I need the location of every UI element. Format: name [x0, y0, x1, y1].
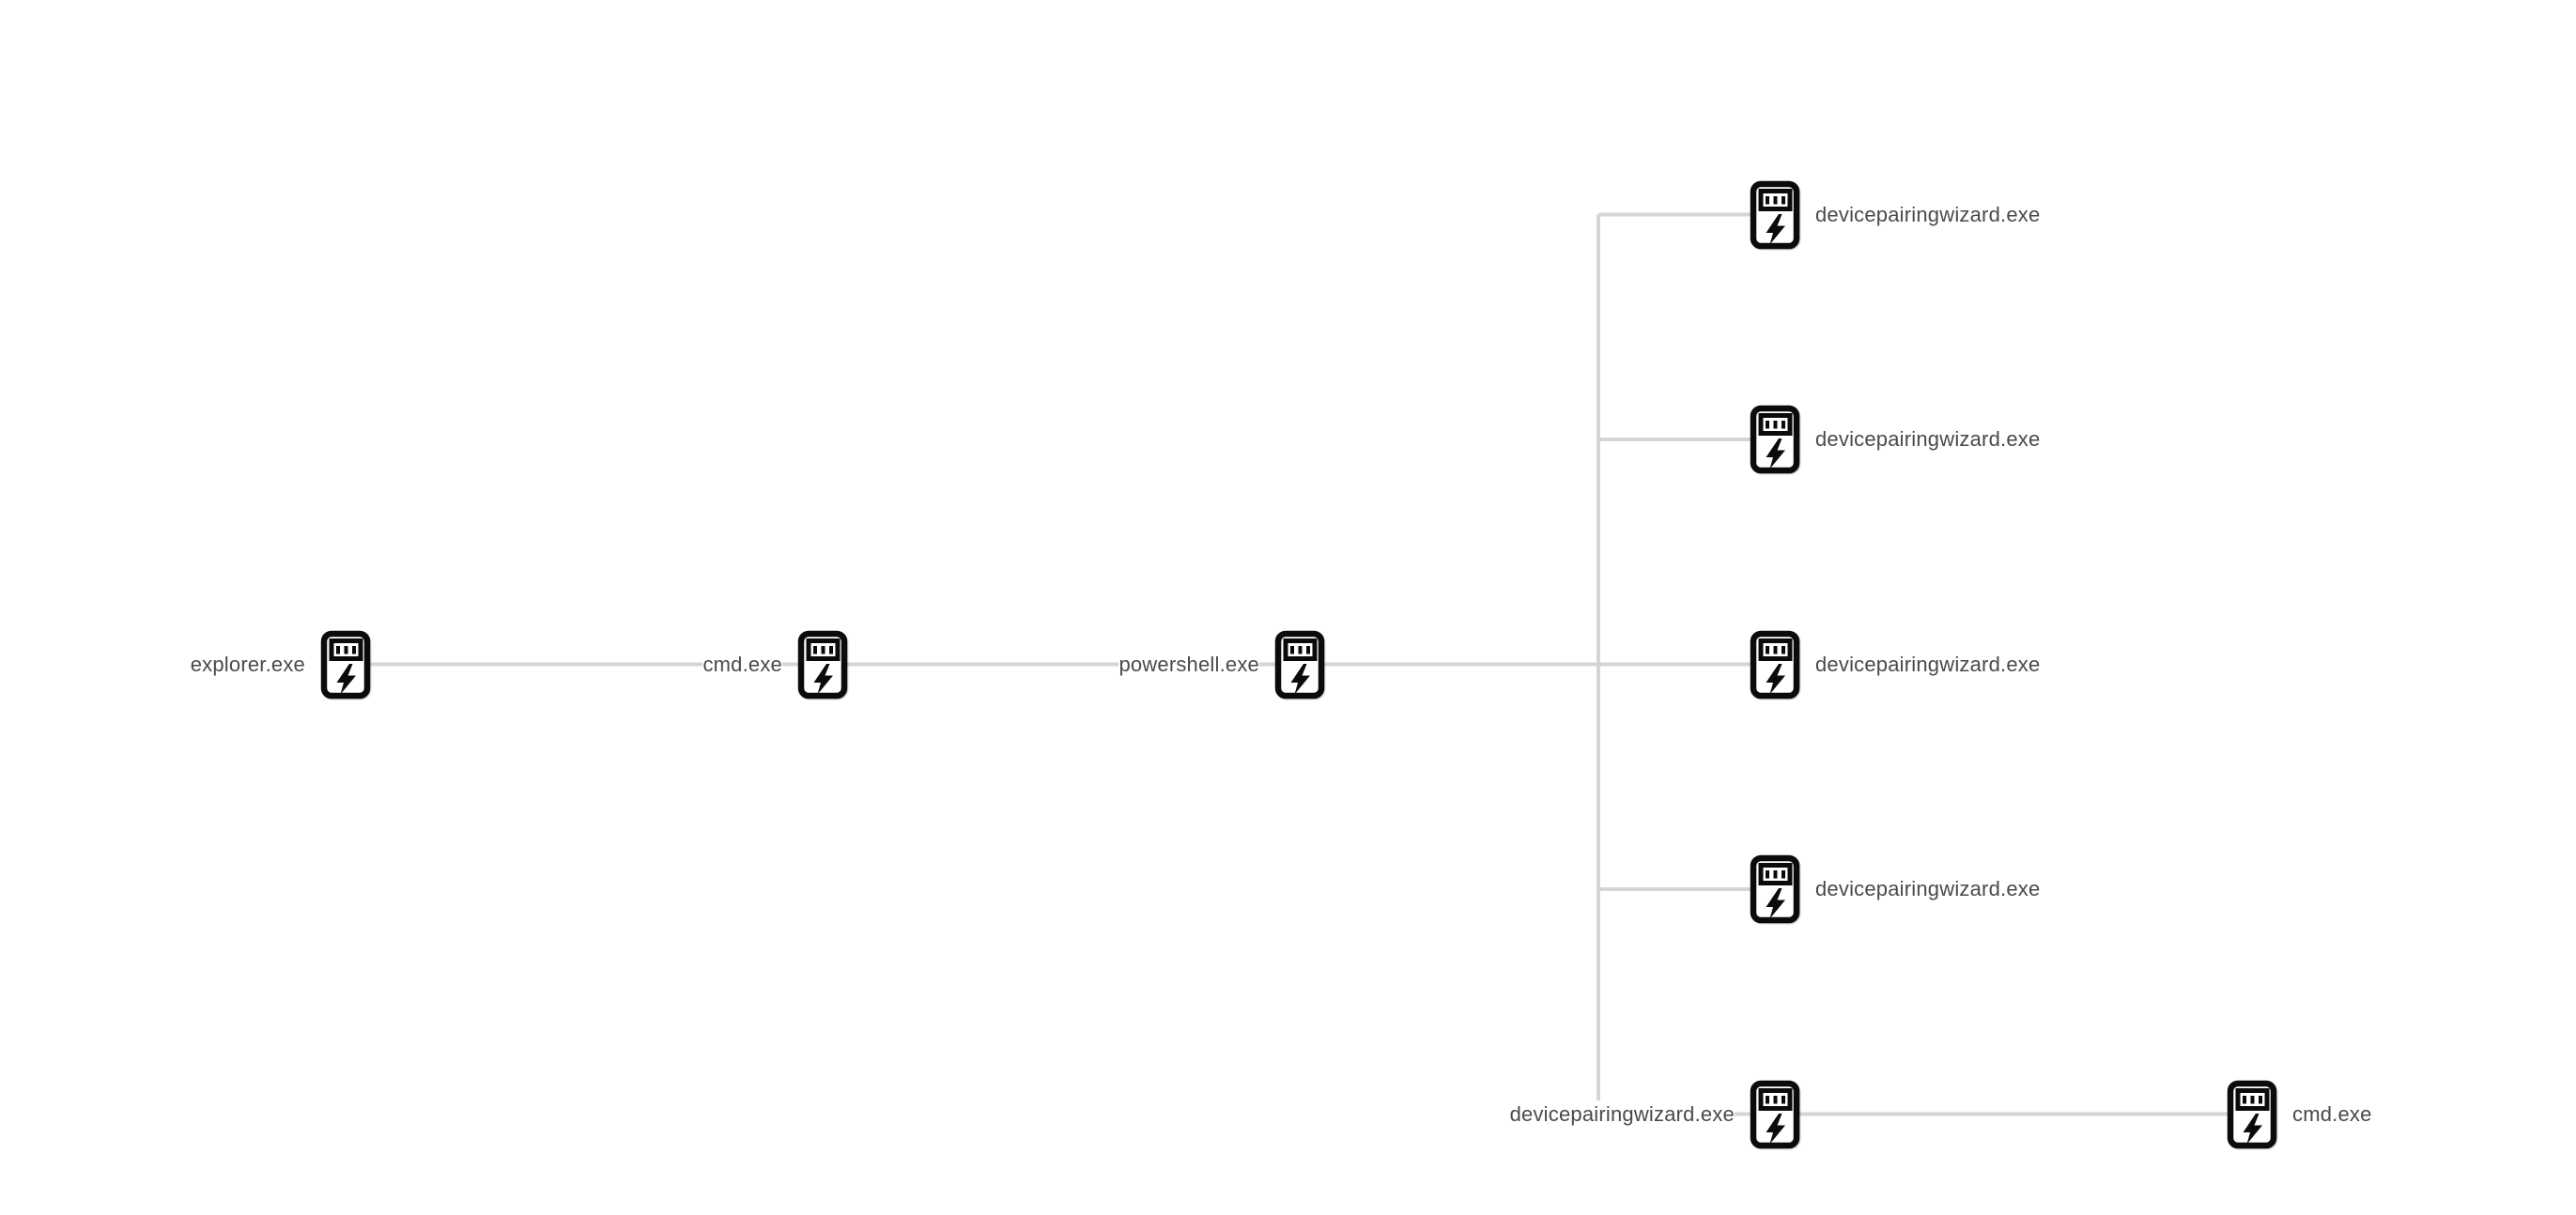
process-power-icon [2227, 1080, 2277, 1149]
process-label: devicepairingwizard.exe [1815, 875, 2041, 903]
process-label: cmd.exe [702, 650, 782, 679]
process-node-dpw2[interactable] [1750, 405, 1800, 474]
process-power-icon [797, 630, 848, 700]
process-label: explorer.exe [190, 650, 305, 679]
process-label: devicepairingwizard.exe [1509, 1100, 1735, 1129]
process-power-icon [1750, 180, 1800, 250]
process-label: devicepairingwizard.exe [1815, 650, 2041, 679]
process-label: cmd.exe [2292, 1100, 2372, 1129]
process-power-icon [1750, 405, 1800, 474]
process-power-icon [320, 630, 371, 700]
process-node-cmd1[interactable] [797, 630, 848, 700]
process-node-explorer[interactable] [320, 630, 371, 700]
process-power-icon [1750, 1080, 1800, 1149]
process-power-icon [1274, 630, 1325, 700]
process-label: powershell.exe [1118, 650, 1259, 679]
process-power-icon [1750, 854, 1800, 924]
process-node-cmd2[interactable] [2227, 1080, 2277, 1149]
process-power-icon [1750, 630, 1800, 700]
process-label: devicepairingwizard.exe [1815, 200, 2041, 229]
process-node-dpw3[interactable] [1750, 630, 1800, 700]
process-node-dpw1[interactable] [1750, 180, 1800, 250]
process-label: devicepairingwizard.exe [1815, 425, 2041, 454]
process-node-dpw5[interactable] [1750, 1080, 1800, 1149]
process-node-powershell[interactable] [1274, 630, 1325, 700]
process-node-dpw4[interactable] [1750, 854, 1800, 924]
